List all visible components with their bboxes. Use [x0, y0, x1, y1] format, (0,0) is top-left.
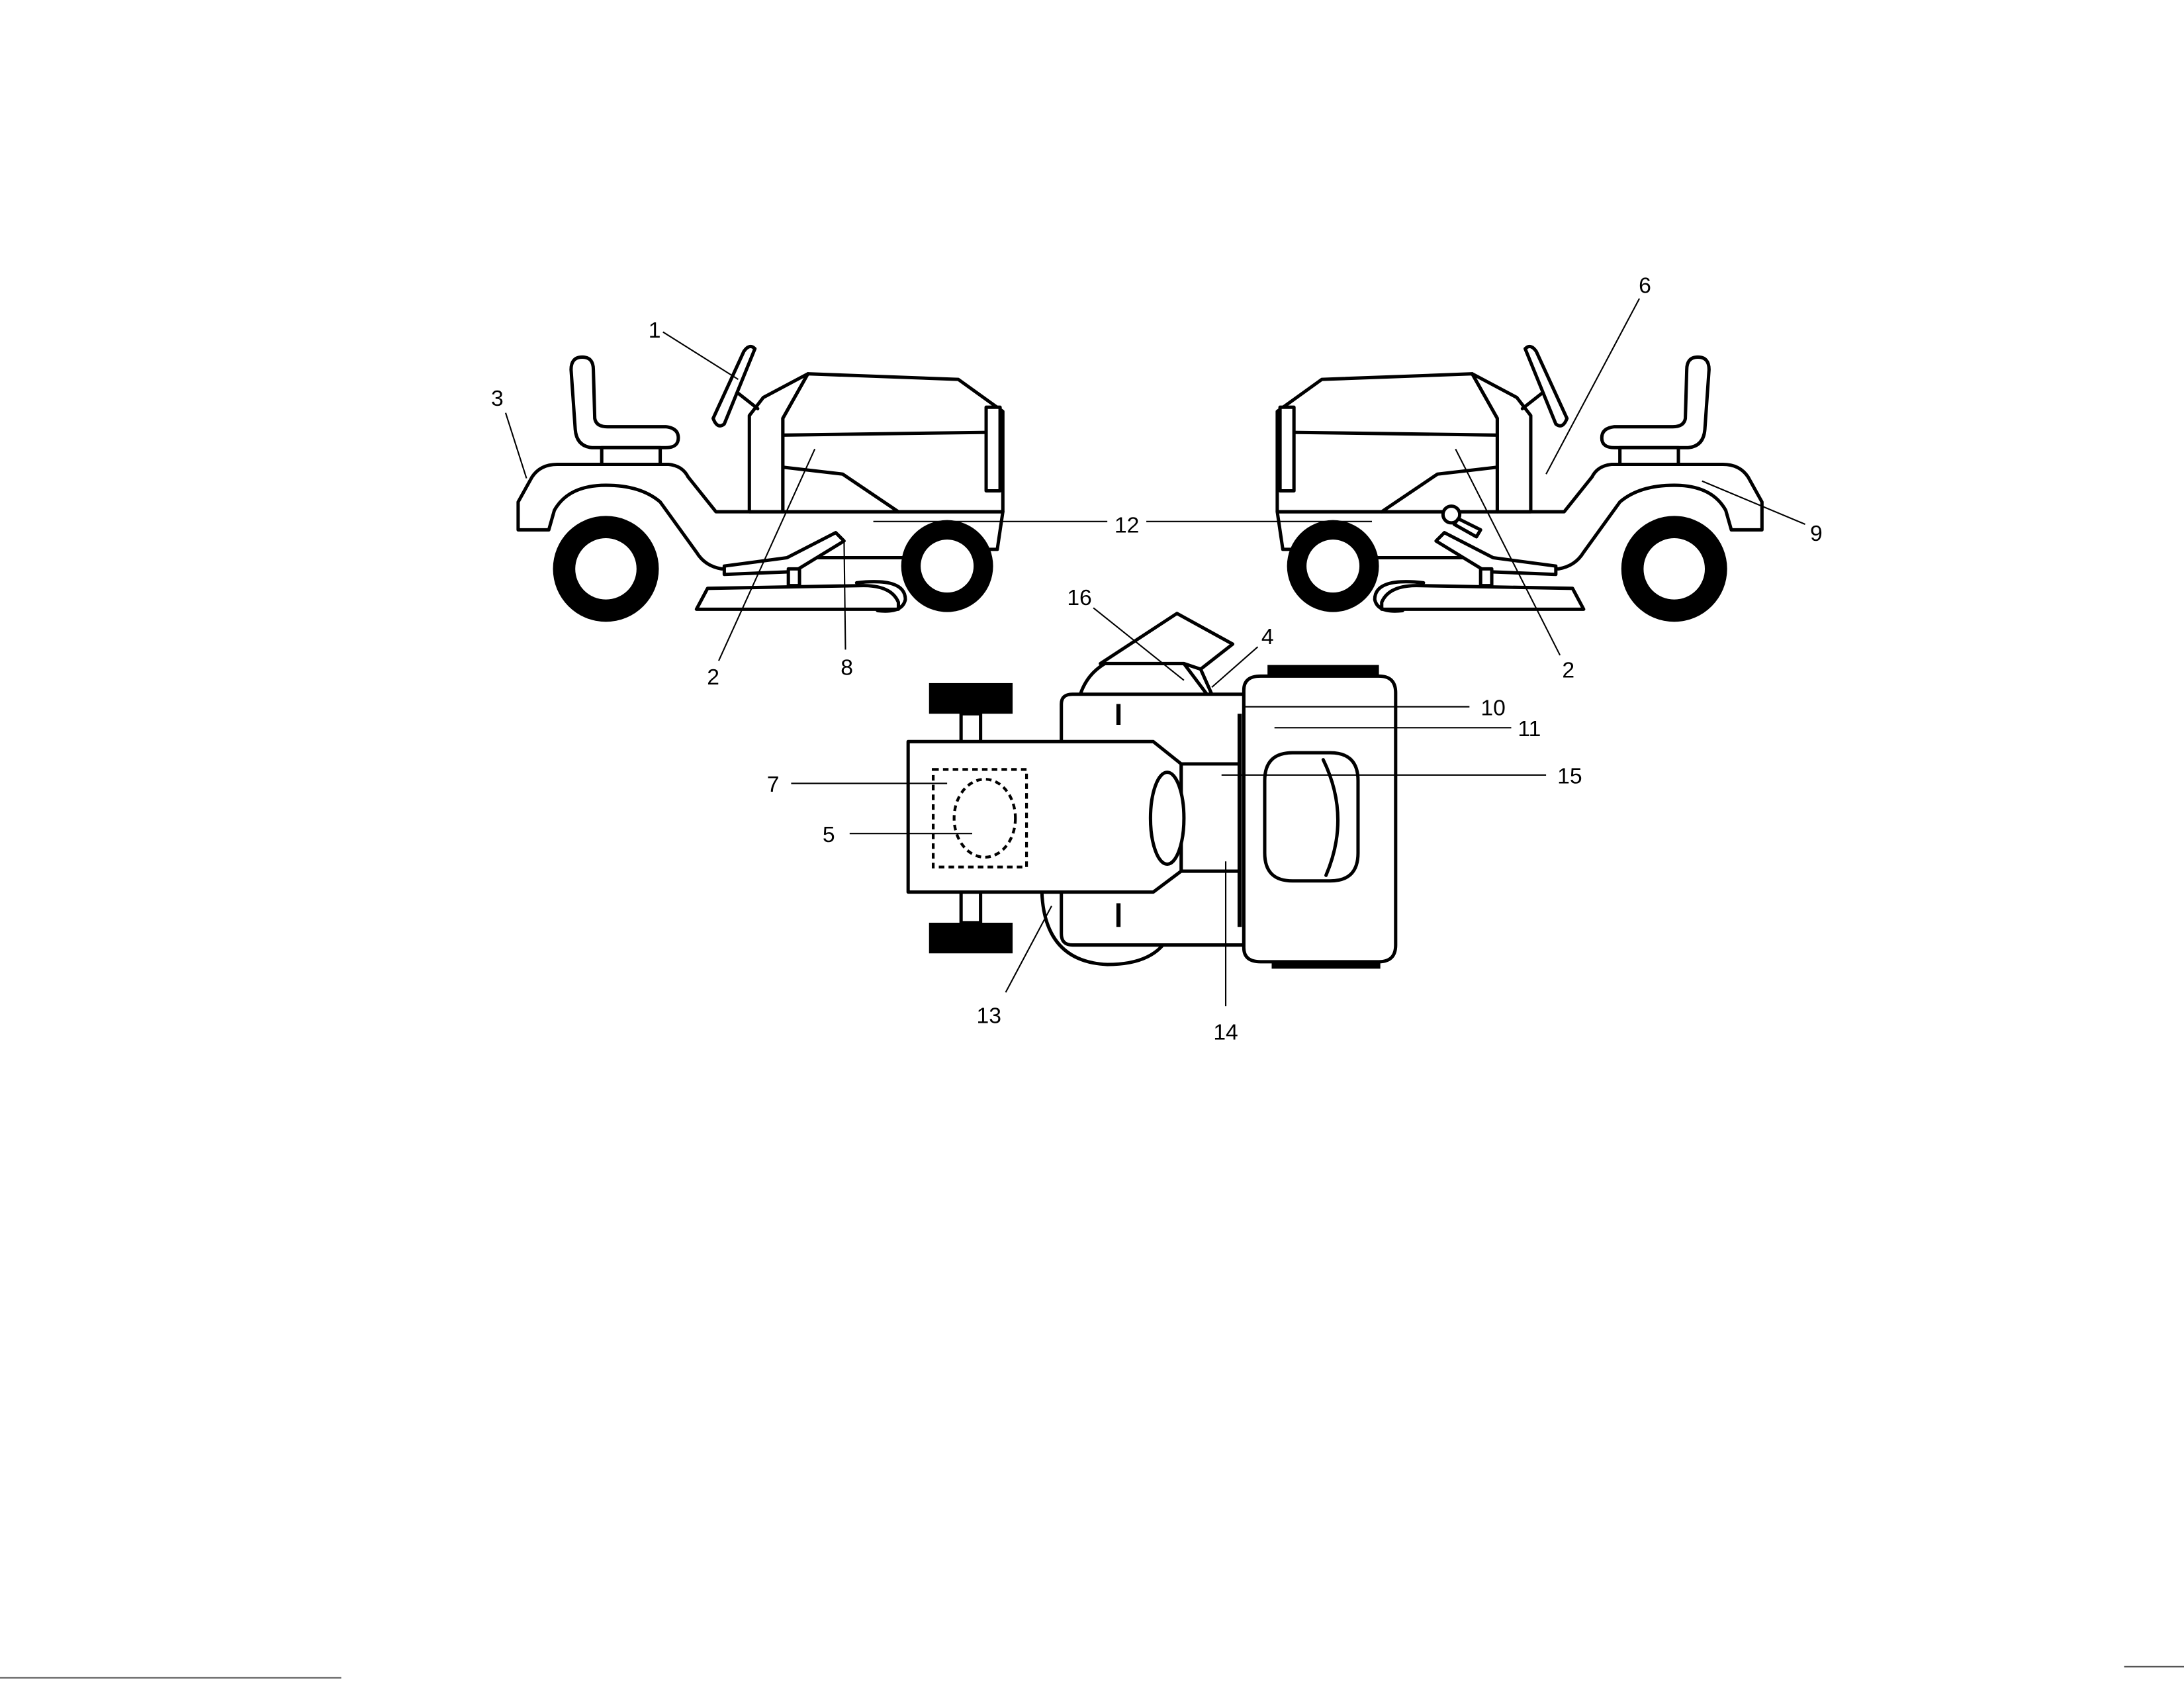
seat-back [569, 355, 680, 449]
callout-2-left: 2 [707, 665, 719, 690]
callout-4: 4 [1261, 625, 1274, 649]
grille-side [984, 405, 1002, 493]
callout-8: 8 [841, 655, 853, 680]
callout-9: 9 [1810, 522, 1823, 546]
callout-5: 5 [823, 823, 835, 847]
tractor-right-side-view [1277, 346, 1762, 622]
callout-13: 13 [977, 1004, 1001, 1028]
callout-14: 14 [1213, 1021, 1238, 1045]
callout-10: 10 [1480, 696, 1505, 720]
rear-tire-bottom [929, 922, 1013, 954]
callout-6: 6 [1639, 274, 1651, 299]
callout-3: 3 [491, 387, 504, 411]
steering-wheel [711, 344, 757, 428]
callout-labels: 1 3 2 8 12 6 9 2 16 4 10 11 15 7 5 13 14 [491, 274, 1823, 1045]
dash-panel [747, 372, 810, 514]
hood [781, 372, 1005, 514]
callout-2-right: 2 [1562, 659, 1574, 683]
rear-body-top [906, 739, 1183, 894]
callout-11: 11 [1518, 717, 1541, 741]
seat-base [600, 445, 662, 467]
tractor-left-side-view [516, 344, 1005, 622]
callout-7: 7 [767, 773, 780, 797]
discharge-chute [1077, 660, 1211, 699]
rear-tire-top [929, 682, 1013, 714]
callout-1: 1 [649, 318, 661, 343]
callout-15: 15 [1557, 764, 1582, 788]
callout-16: 16 [1067, 586, 1091, 610]
mower-deck [694, 584, 900, 611]
steering-area [1263, 751, 1360, 883]
seat-outline [931, 768, 1028, 868]
leader-lines [504, 298, 1805, 1007]
callout-12: 12 [1115, 514, 1139, 538]
tractor-top-view [906, 612, 1398, 969]
ignition-key [1441, 504, 1482, 539]
